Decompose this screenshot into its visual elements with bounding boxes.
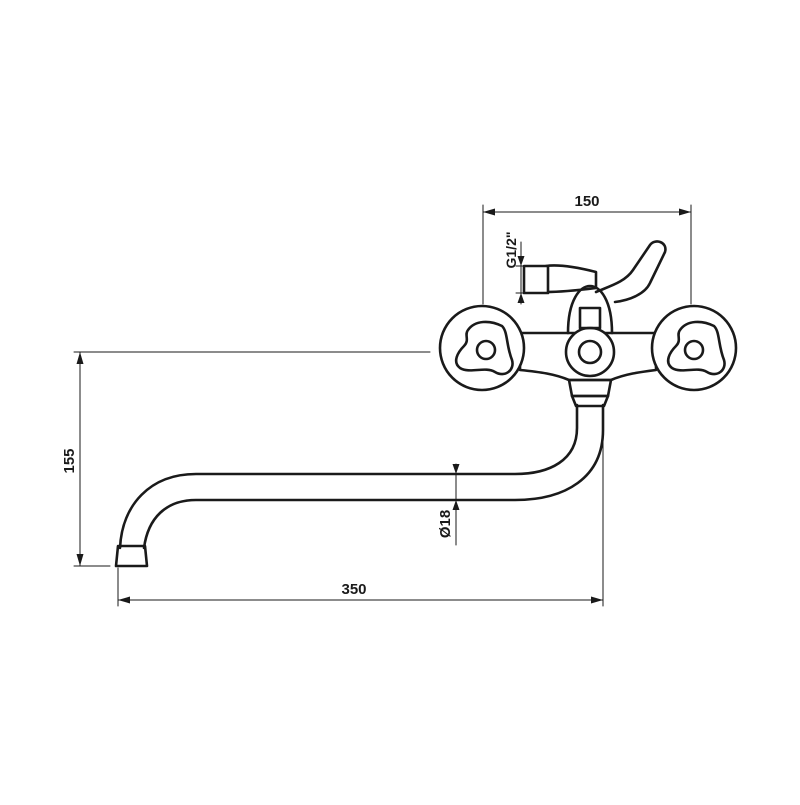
shower-outlet: [522, 264, 598, 295]
dimension-155-label: 155: [61, 448, 78, 473]
dimension-diameter: Ø18: [437, 463, 460, 546]
right-handle: [650, 304, 738, 392]
spout-nozzle: [114, 544, 149, 568]
spout-pipe: [118, 403, 605, 550]
dimension-150: 150: [482, 193, 692, 305]
dimension-350-label: 350: [341, 581, 366, 598]
diverter-lever: [594, 240, 667, 304]
dimension-350: 350: [117, 419, 604, 607]
dimension-155: 155: [61, 351, 431, 567]
dimension-150-label: 150: [574, 193, 599, 210]
dimension-thread: G1/2": [503, 232, 531, 305]
dimension-diameter-label: Ø18: [437, 510, 454, 538]
left-handle: [438, 304, 526, 392]
dimension-thread-label: G1/2": [503, 232, 519, 269]
faucet-body: [518, 284, 658, 408]
